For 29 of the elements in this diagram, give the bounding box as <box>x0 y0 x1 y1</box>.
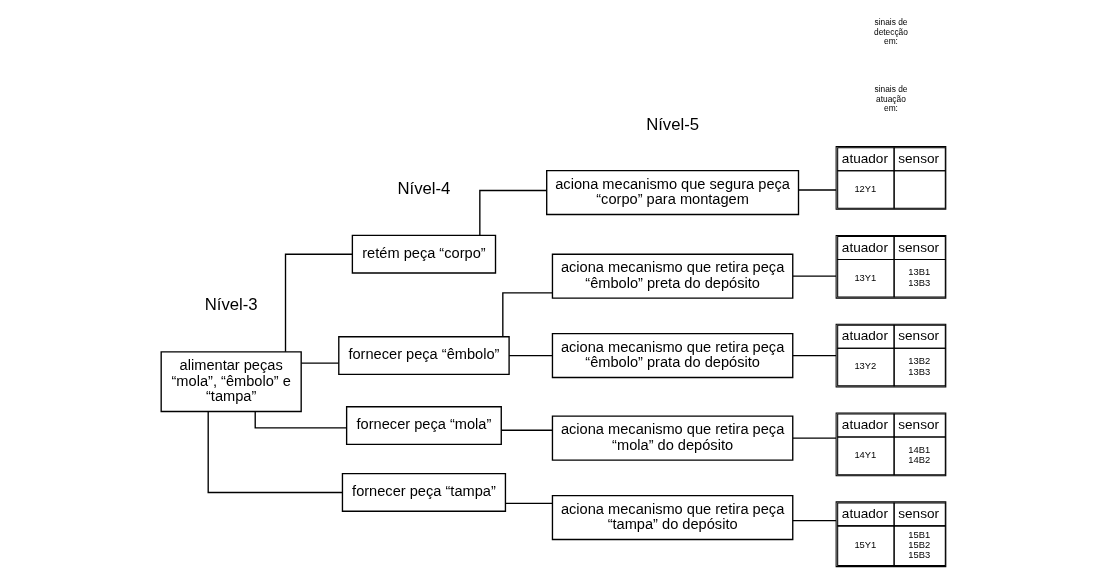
connector <box>505 502 553 505</box>
connector <box>508 354 553 357</box>
connector <box>479 189 548 236</box>
connector <box>300 362 340 364</box>
node-box: fornecer peça “tampa” <box>341 472 507 512</box>
label: Nível-5 <box>646 114 700 134</box>
connector <box>798 189 837 191</box>
connector <box>792 354 837 357</box>
label: Nível-3 <box>204 295 258 315</box>
label: sinais de detecção em: <box>874 17 908 47</box>
node-box: aciona mecanismo que segura peça “corpo” para montagem <box>546 169 800 216</box>
node-box: alimentar peças “mola”, “êmbolo” e “tampa” <box>160 351 302 413</box>
node-box: fornecer peça “mola” <box>345 406 502 446</box>
connector <box>254 411 348 429</box>
label: sinais de atuação em: <box>874 84 908 113</box>
connector <box>502 292 554 338</box>
node-box: retém peça “corpo” <box>351 234 497 274</box>
label: Nível-4 <box>397 179 451 199</box>
connector <box>792 520 837 522</box>
node-box: aciona mecanismo que retira peça “êmbolo” preta do depósito <box>551 253 794 299</box>
connector <box>500 429 554 431</box>
connector <box>207 411 344 494</box>
connector <box>792 275 837 277</box>
node-box: aciona mecanismo que retira peça “mola” do depósito <box>551 415 794 461</box>
connector <box>792 437 837 439</box>
connector <box>284 253 353 353</box>
node-box: aciona mecanismo que retira peça “êmbolo” prata do depósito <box>551 332 794 379</box>
node-box: fornecer peça “êmbolo” <box>338 336 510 376</box>
node-box: aciona mecanismo que retira peça “tampa” do depósito <box>551 494 794 541</box>
